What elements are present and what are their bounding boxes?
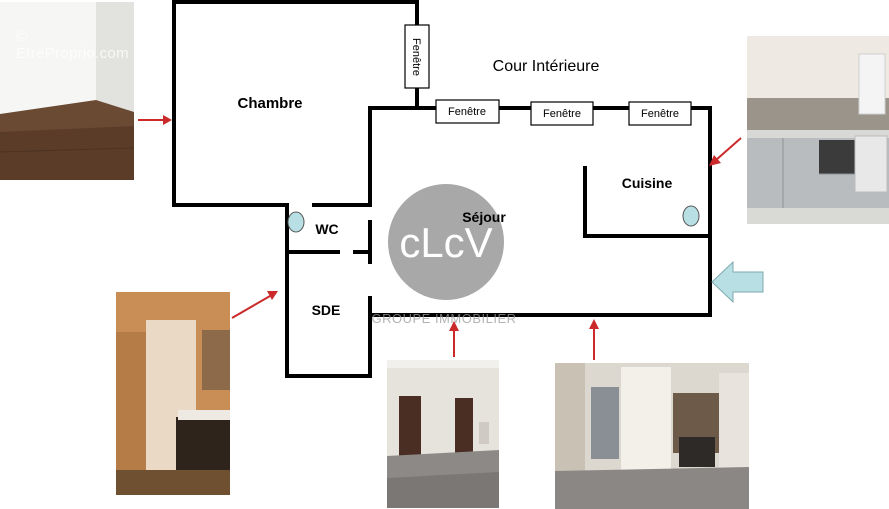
room-wc-label: WC (315, 221, 338, 237)
window-3 (628, 101, 692, 126)
kitchen-photo (747, 36, 889, 224)
bedroom-photo: © EtreProprio.com (0, 2, 134, 180)
window-1 (435, 99, 500, 124)
clcv-logo-text: cLcV (399, 219, 492, 266)
bathroom-photo (116, 292, 230, 495)
courtyard-label: Cour Intérieure (493, 58, 600, 75)
living-room-photo (387, 360, 499, 508)
wc-fixture (287, 211, 305, 233)
window-2 (530, 101, 594, 126)
site-watermark: © EtreProprio.com (16, 28, 129, 62)
photo-arrows (138, 115, 742, 360)
room-sde-label: SDE (312, 302, 341, 318)
room-sejour-label: Séjour (462, 209, 506, 225)
living-room-partition-photo (555, 363, 749, 509)
window-1-label: Fenêtre (448, 106, 486, 118)
clcv-logo-circle (388, 184, 504, 300)
window-chambre (404, 24, 430, 89)
window-3-label: Fenêtre (641, 108, 679, 120)
kitchen-fixture (682, 205, 700, 227)
walls (172, 0, 712, 378)
room-cuisine-label: Cuisine (622, 175, 673, 191)
room-chambre-label: Chambre (237, 95, 302, 112)
window-chambre-label: Fenêtre (410, 38, 422, 76)
entrance-arrow-icon (711, 260, 764, 304)
window-2-label: Fenêtre (543, 108, 581, 120)
group-watermark: GROUPE IMMOBILIER (371, 311, 516, 326)
